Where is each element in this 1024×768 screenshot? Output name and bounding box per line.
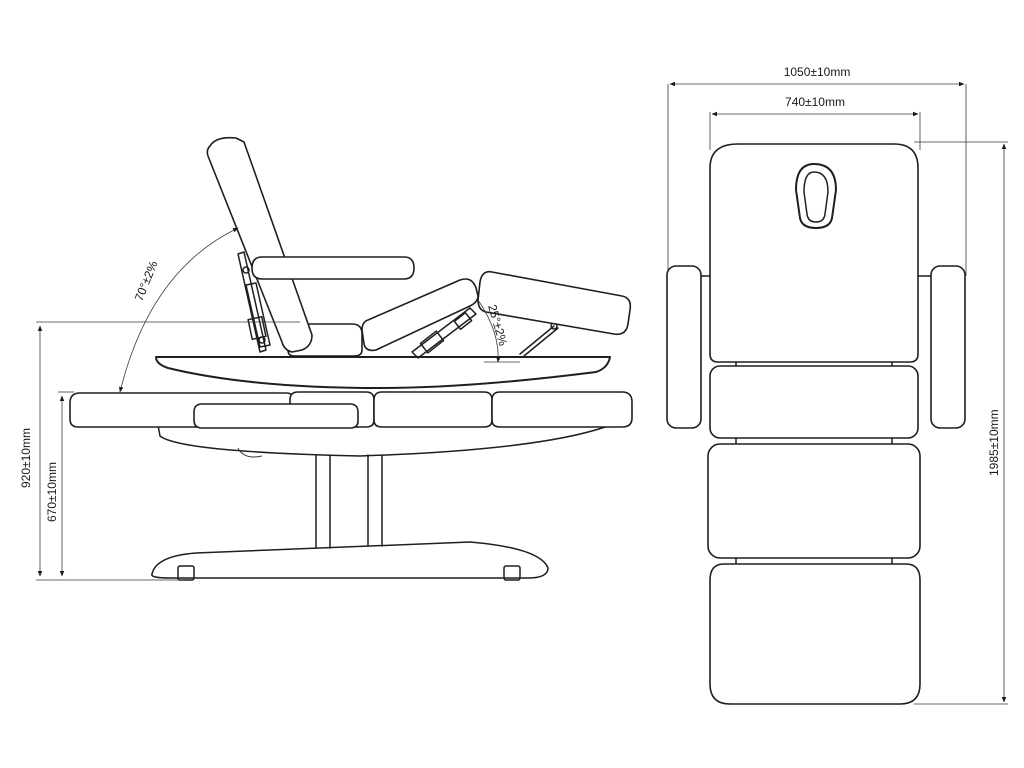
face-hole	[795, 163, 837, 229]
backrest-angle-arc	[119, 227, 239, 393]
length-label: 1985±10mm	[987, 409, 1001, 476]
middle-cushion	[361, 278, 479, 352]
foot-left	[177, 565, 195, 581]
mid-section-top	[707, 443, 921, 559]
overall-width-label: 1050±10mm	[784, 65, 851, 79]
lower-housing	[157, 424, 609, 457]
backrest-angle-label: 70°±2%	[132, 259, 161, 304]
armrest-right-top	[930, 265, 966, 429]
seat-height-label: 670±10mm	[45, 462, 59, 522]
armrest-left-top	[666, 265, 702, 429]
leg-mechanism	[411, 307, 559, 359]
seat-section-top	[709, 365, 919, 439]
top-width-label: 740±10mm	[785, 95, 845, 109]
side-view	[36, 136, 633, 581]
column	[315, 454, 383, 549]
foot-section-top	[709, 563, 921, 705]
armrest-side	[251, 256, 415, 280]
flat-cushions	[69, 391, 633, 429]
top-view	[666, 81, 1008, 705]
backrest-mechanism	[237, 251, 271, 353]
seat-frame	[155, 356, 611, 389]
legrest-angle-arc	[477, 299, 501, 363]
leg-cushion	[477, 270, 632, 336]
max-height-label: 920±10mm	[19, 428, 33, 488]
foot-right	[503, 565, 521, 581]
base-plate	[151, 541, 549, 579]
backrest	[206, 136, 313, 353]
back-section-top	[709, 143, 919, 363]
